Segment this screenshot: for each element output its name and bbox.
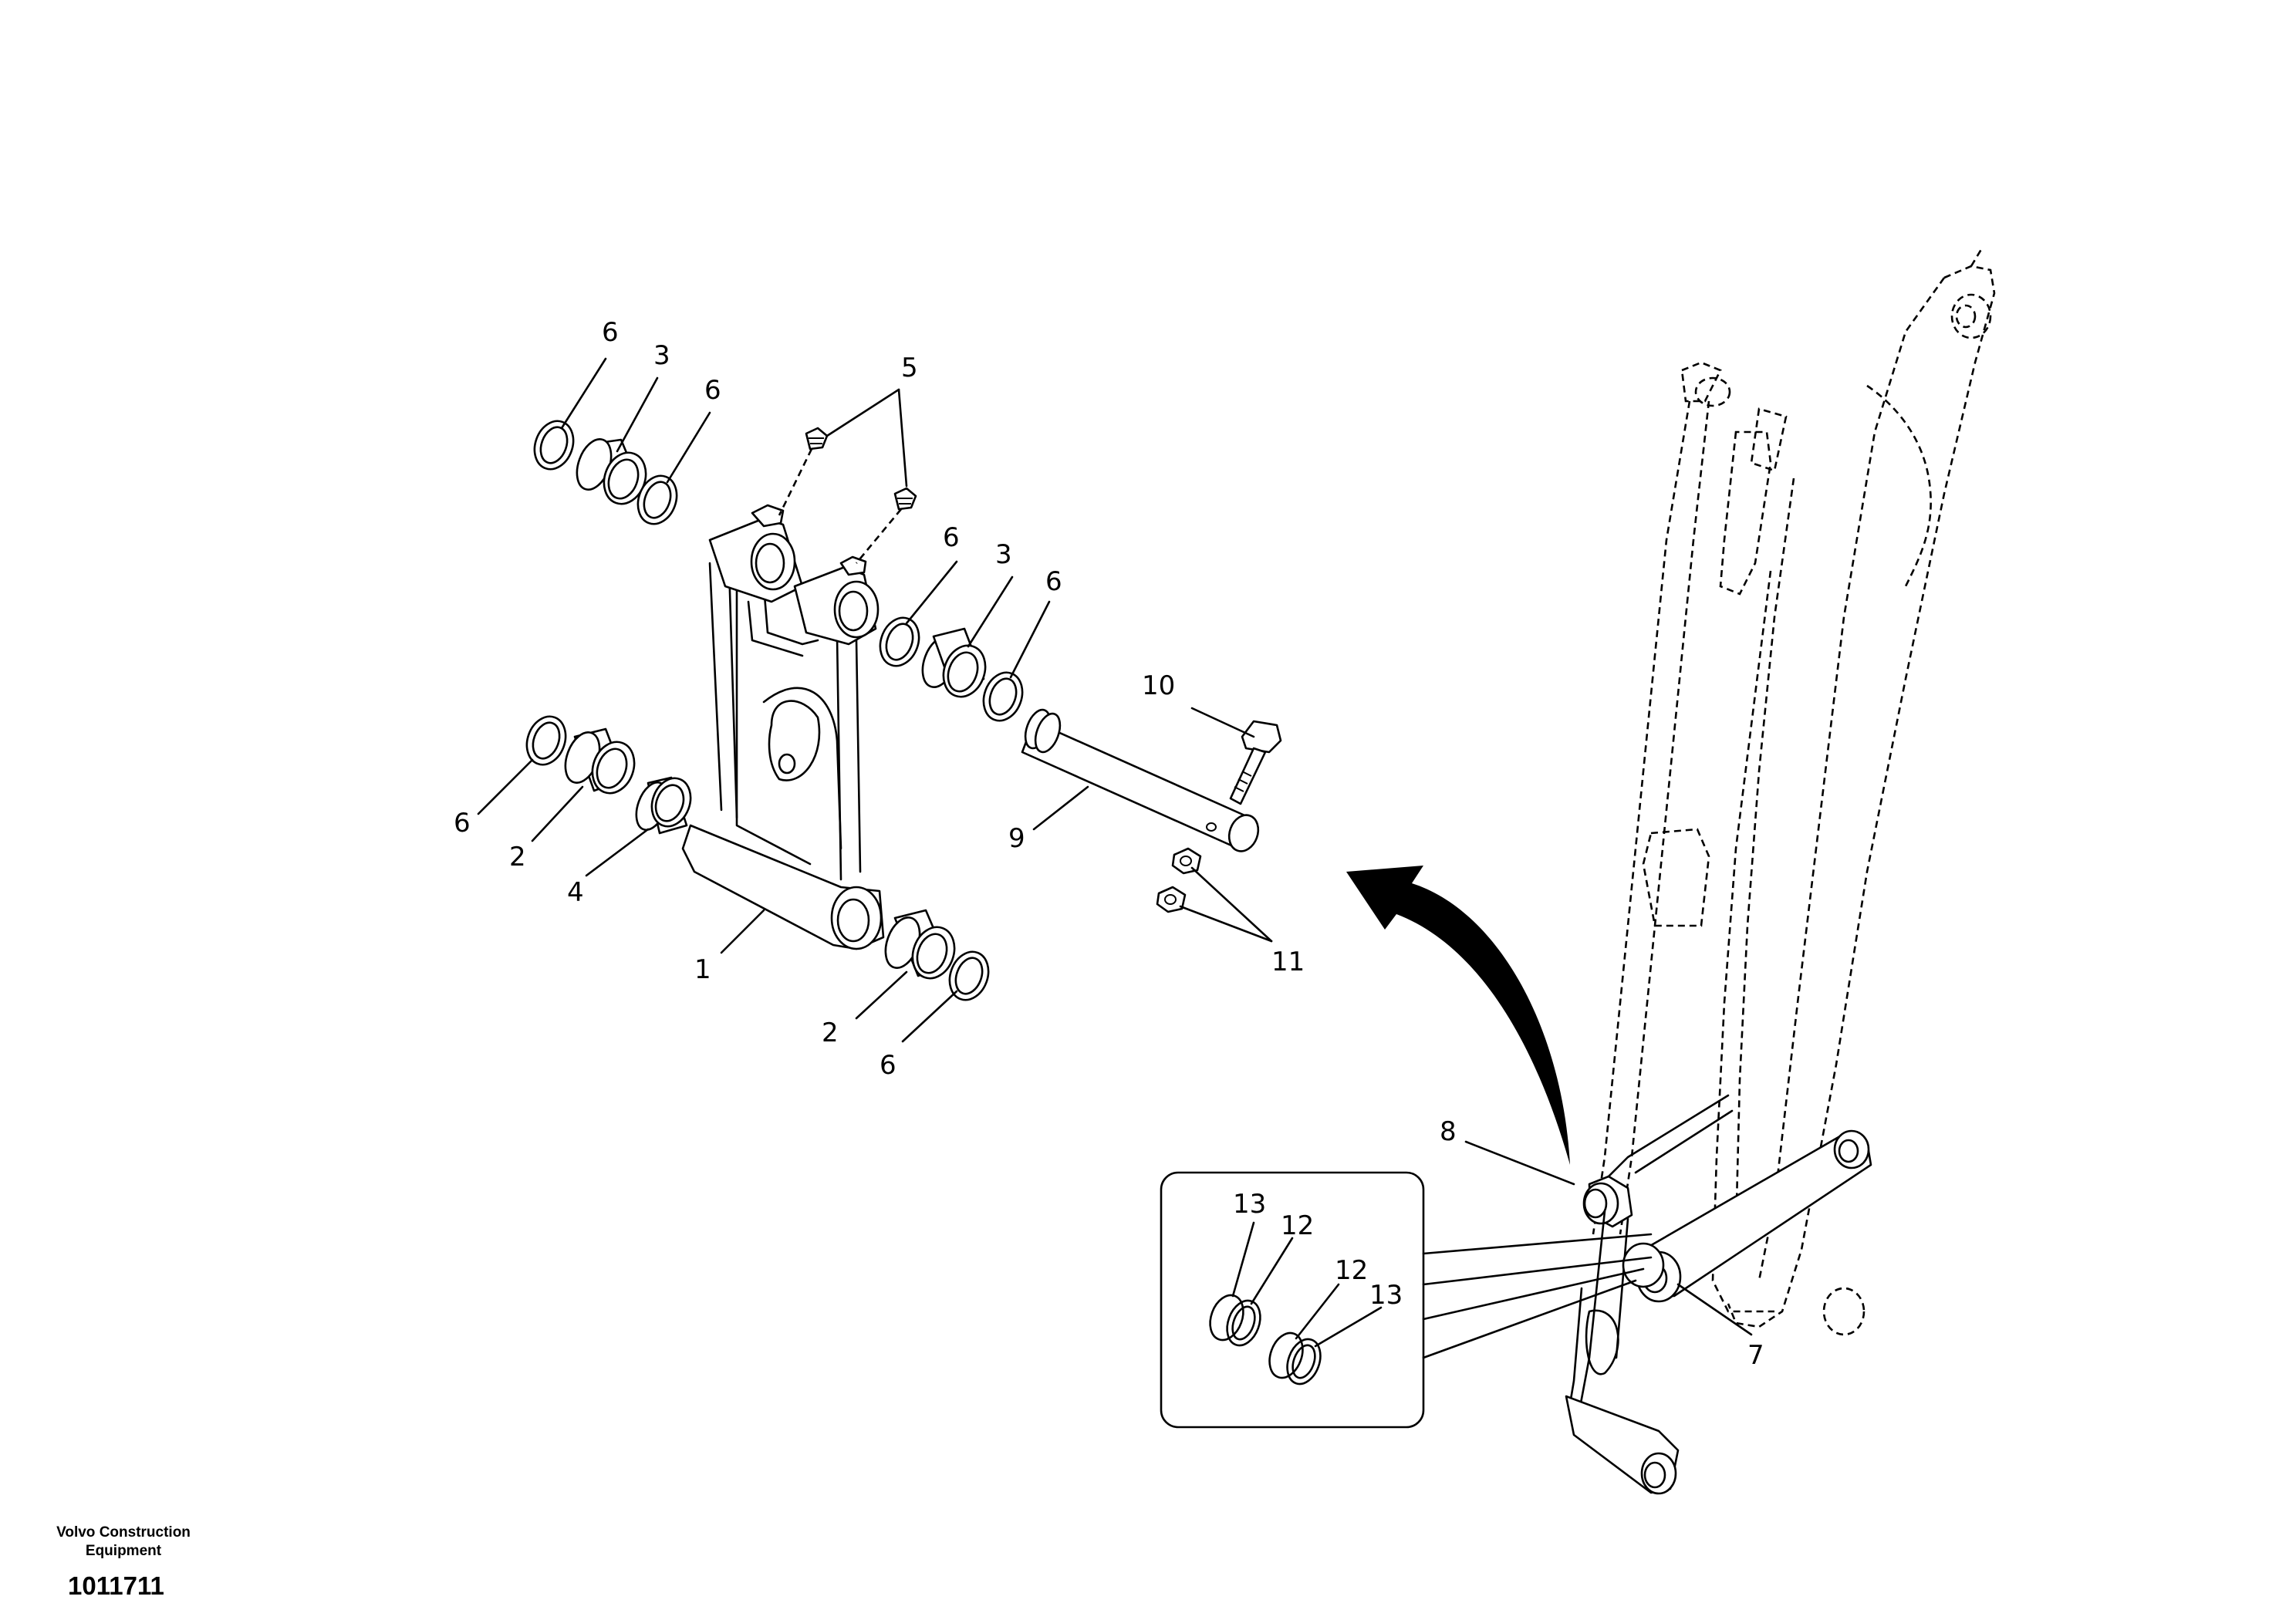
callout-6: 6 xyxy=(943,522,960,553)
callout-6: 6 xyxy=(1045,566,1062,597)
shim-detail-box xyxy=(1160,1171,1653,1429)
callout-2: 2 xyxy=(509,842,526,872)
bolt-10 xyxy=(1229,720,1282,805)
nuts-11 xyxy=(1156,847,1202,913)
callout-2: 2 xyxy=(822,1018,839,1048)
callout-6: 6 xyxy=(704,375,721,406)
assembled-link-view xyxy=(1565,1094,1872,1495)
callout-10: 10 xyxy=(1142,670,1175,701)
callout-3: 3 xyxy=(653,340,670,371)
grease-fittings-5 xyxy=(778,427,917,564)
leader-lines xyxy=(477,357,1753,1348)
callout-13: 13 xyxy=(1369,1280,1403,1311)
footer: Volvo Construction Equipment 1011711 xyxy=(31,1524,216,1601)
callout-9: 9 xyxy=(1008,823,1025,854)
callout-6: 6 xyxy=(880,1050,896,1081)
document-number: 1011711 xyxy=(68,1571,164,1600)
callout-1: 1 xyxy=(694,954,711,985)
boom-arm-outline xyxy=(1592,246,1996,1336)
callout-6: 6 xyxy=(602,317,619,348)
company-line-2: Equipment xyxy=(85,1543,162,1559)
company-line-1: Volvo Construction xyxy=(56,1524,191,1541)
callout-labels: 6 3 6 5 6 3 6 10 9 6 2 4 1 2 6 11 8 7 13… xyxy=(454,317,1764,1371)
callout-6: 6 xyxy=(454,808,471,839)
callout-4: 4 xyxy=(567,877,584,908)
link-part-1 xyxy=(681,504,885,950)
bushings-and-shims xyxy=(525,420,1024,1001)
callout-12: 12 xyxy=(1335,1255,1368,1286)
callout-12: 12 xyxy=(1281,1210,1314,1241)
callout-8: 8 xyxy=(1440,1116,1457,1147)
callout-7: 7 xyxy=(1747,1340,1764,1371)
company-name: Volvo Construction Equipment xyxy=(31,1524,216,1561)
callout-13: 13 xyxy=(1233,1189,1266,1220)
callout-3: 3 xyxy=(995,539,1012,570)
callout-5: 5 xyxy=(901,353,918,383)
callout-11: 11 xyxy=(1271,947,1305,977)
curved-arrow xyxy=(1346,866,1570,1165)
pin-9 xyxy=(1021,708,1260,852)
